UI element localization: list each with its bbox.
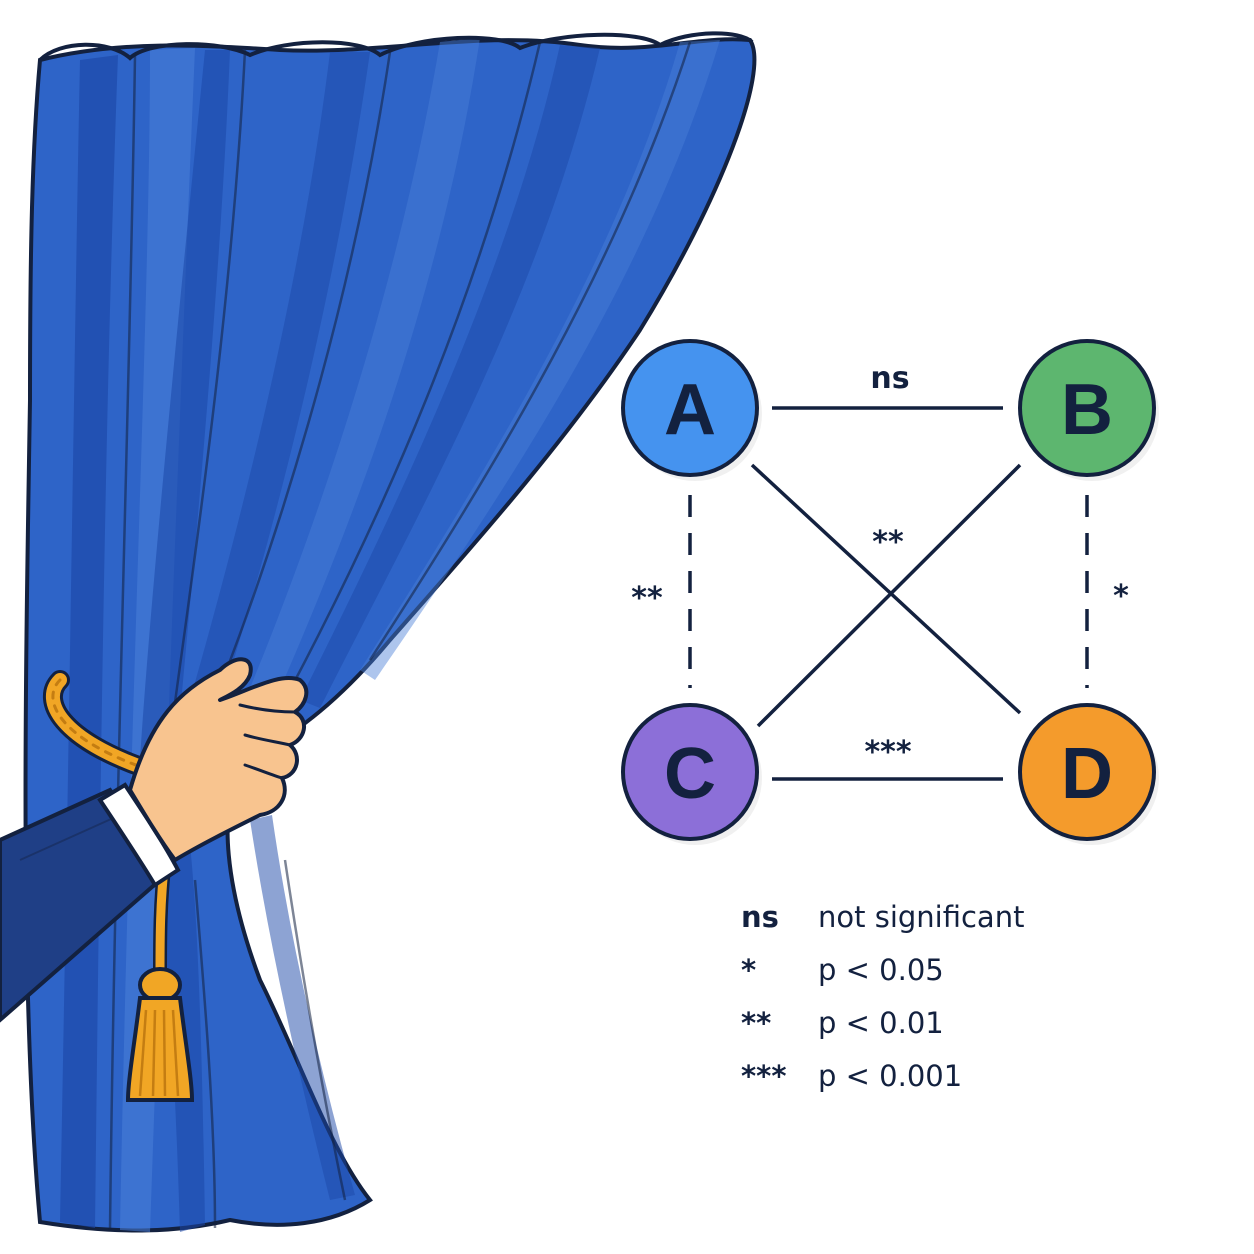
legend-symbol: *** [741,1059,787,1093]
legend: ns not significant * p < 0.05 ** p < 0.01 *** p… [741,900,1024,1093]
edges-layer [688,406,1089,781]
node-label: C [664,734,716,814]
edge-b-c [756,463,1022,728]
edge-label-a-b: ns [870,361,909,396]
node-label: A [664,370,716,450]
edge-label-b-d: * [1113,579,1129,614]
legend-row: ** p < 0.01 [741,1006,944,1040]
node-c: C [621,703,762,845]
node-circle [1018,703,1156,841]
legend-symbol: * [741,953,756,987]
legend-symbol: ** [741,1006,771,1040]
legend-description: not significant [818,900,1024,934]
node-d: D [1018,703,1159,845]
edge-label-a-d: ** [872,525,904,560]
theater-curtain-icon [23,31,757,1233]
edge-label-a-c: ** [631,581,663,616]
node-b: B [1018,339,1159,481]
legend-row: * p < 0.05 [741,953,944,987]
node-circle [1018,339,1156,477]
tassel-icon [42,670,195,1102]
edge-label-c-d: *** [864,735,911,770]
legend-description: p < 0.01 [818,1006,944,1040]
legend-description: p < 0.001 [818,1059,962,1093]
edge-labels-layer: ns******** [631,361,1129,770]
node-a: A [621,339,762,481]
legend-description: p < 0.05 [818,953,944,987]
legend-row: ns not significant [741,900,1024,934]
legend-symbol: ns [741,900,779,934]
edge-a-d [750,463,1022,715]
node-circle [621,339,759,477]
hand-pulling-icon [0,657,309,1023]
nodes-layer: A B C D [621,339,1159,845]
node-circle [621,703,759,841]
node-label: D [1061,734,1113,814]
legend-row: *** p < 0.001 [741,1059,962,1093]
node-label: B [1061,370,1113,450]
